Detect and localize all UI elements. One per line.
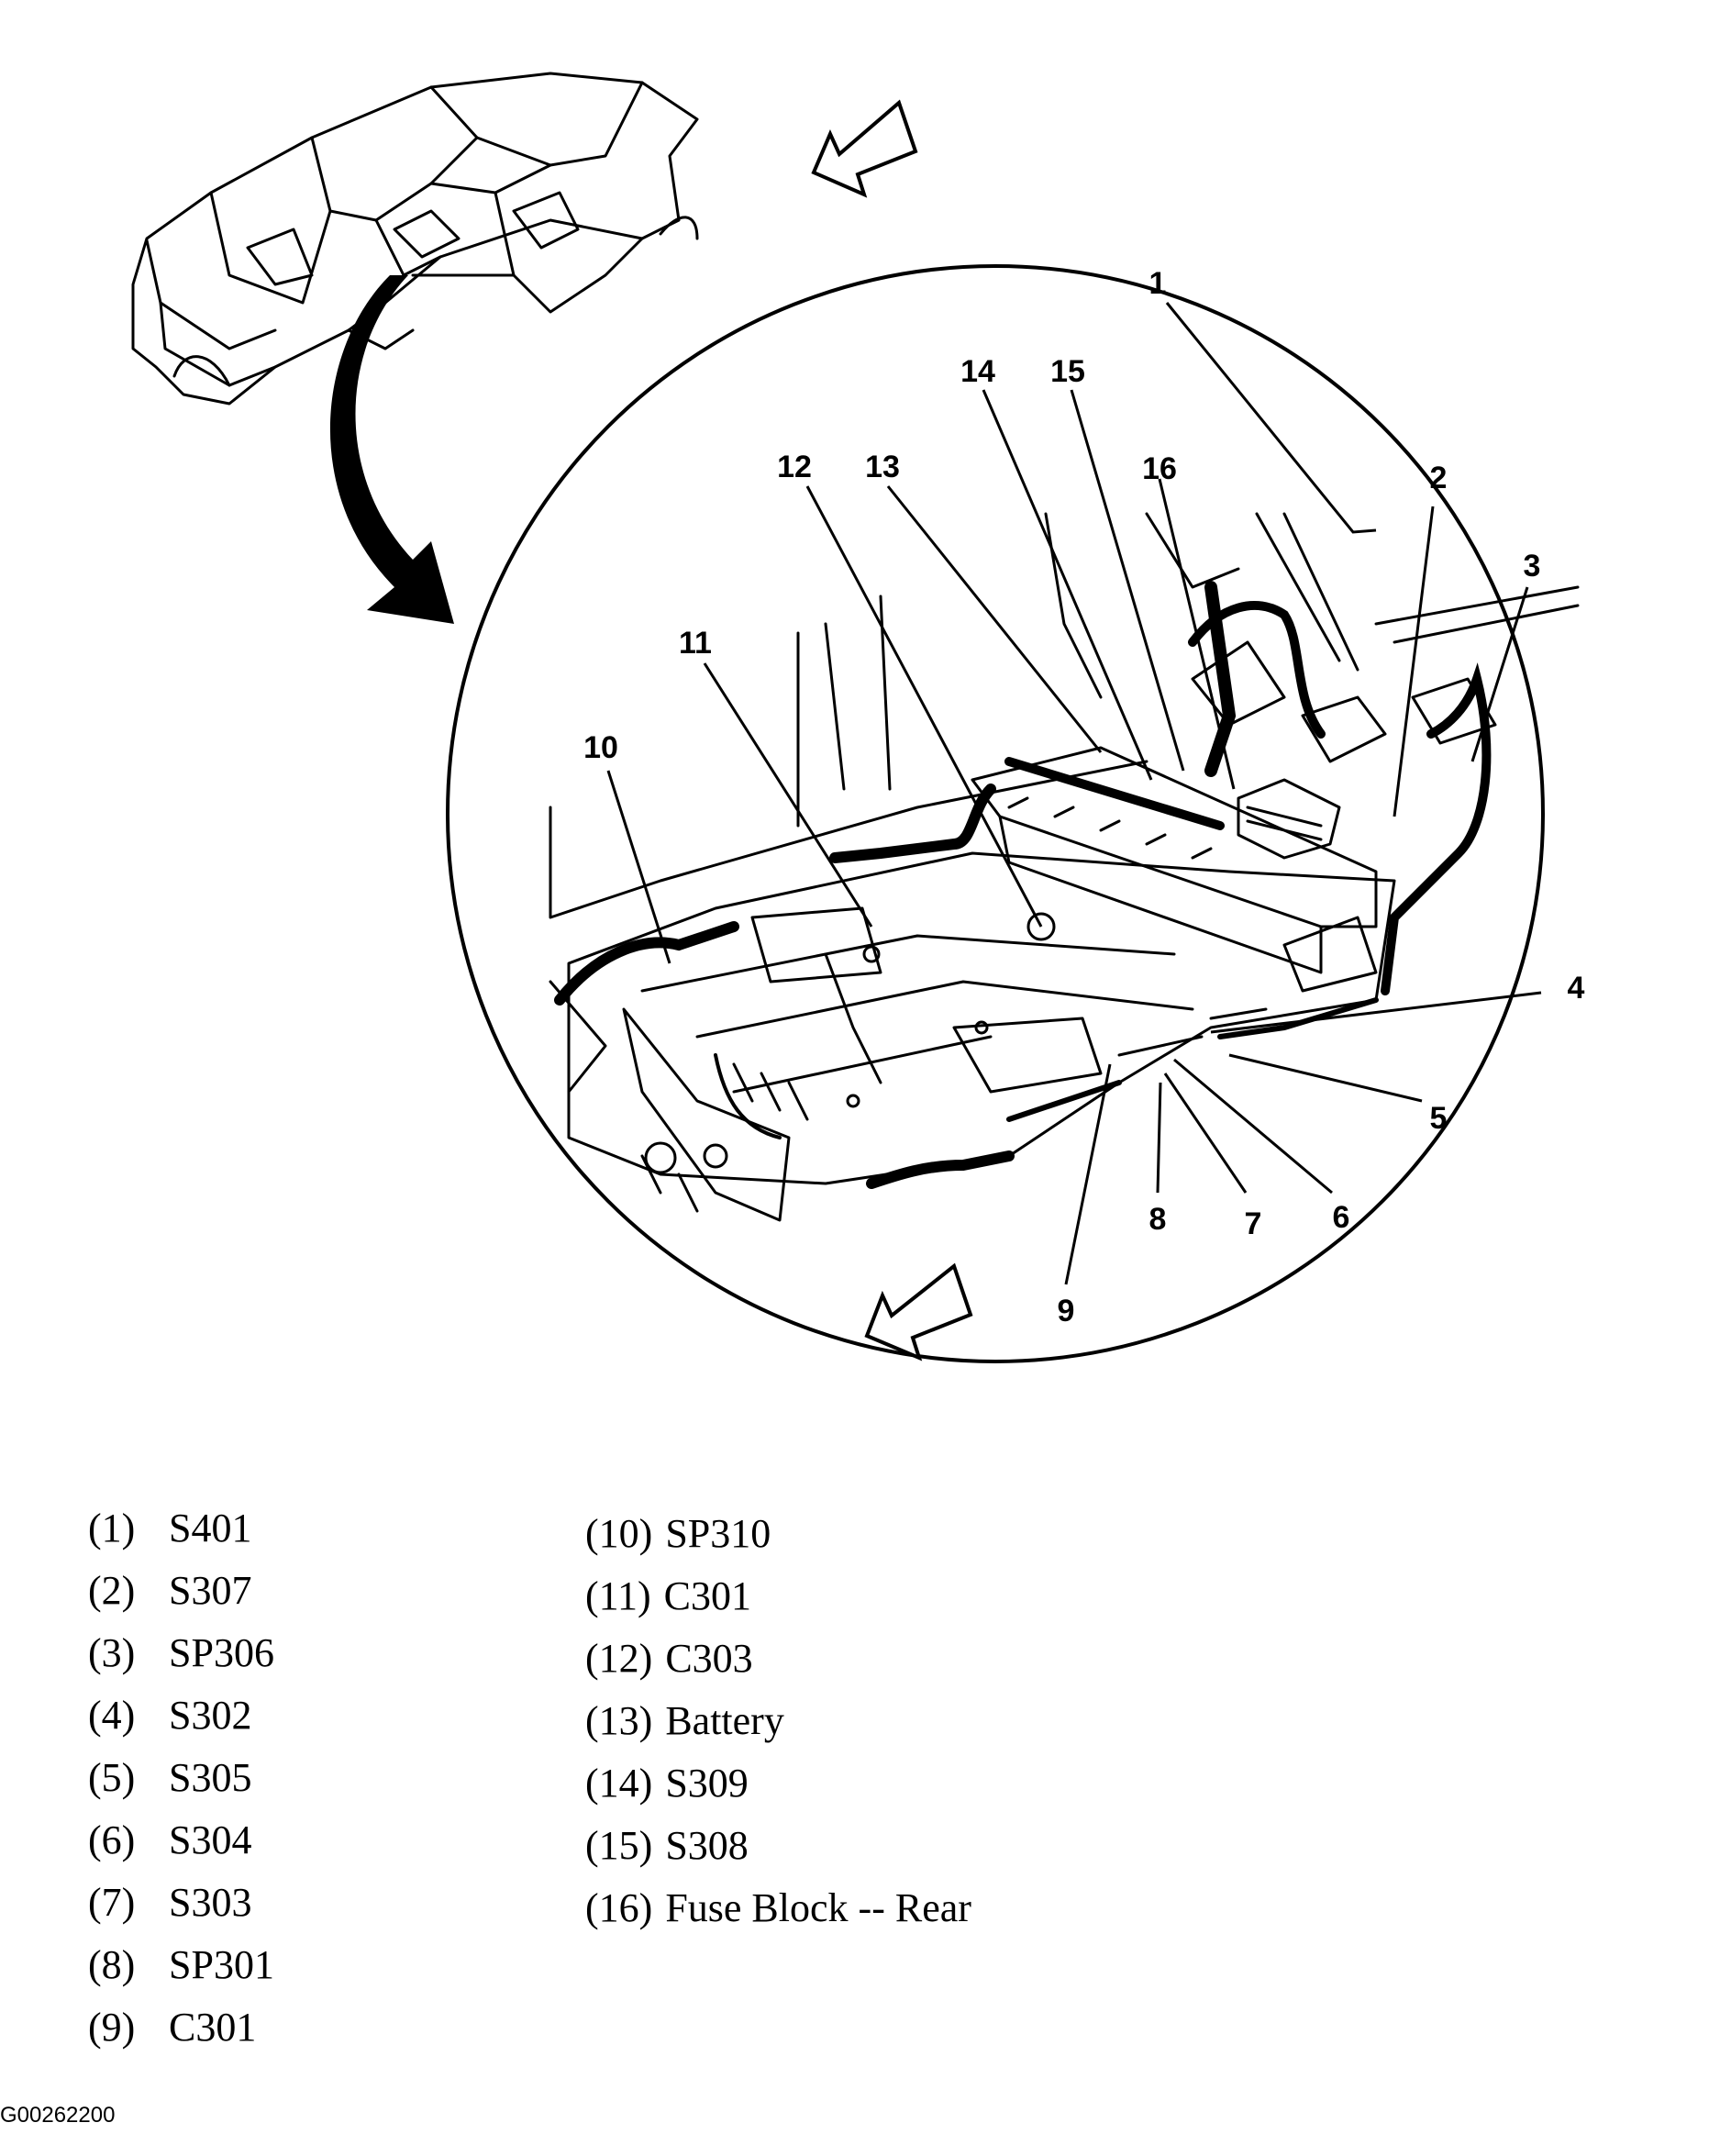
- legend-label: C301: [169, 2005, 257, 2050]
- legend-item: (16) Fuse Block -- Rear: [585, 1877, 971, 1939]
- zoom-callout-arrow: [329, 275, 454, 624]
- legend-number: (15): [585, 1823, 653, 1868]
- forward-direction-arrow-bottom: [864, 1262, 973, 1361]
- legend-number: (5): [88, 1755, 136, 1800]
- wiring-harness: [554, 581, 1492, 1189]
- legend-label: SP301: [169, 1942, 274, 1987]
- legend-number: (6): [88, 1817, 136, 1862]
- legend-item: (11) C301: [585, 1565, 971, 1628]
- callout-4: 4: [1568, 971, 1585, 1006]
- callout-3: 3: [1524, 549, 1541, 583]
- callout-5: 5: [1430, 1101, 1448, 1136]
- callout-11: 11: [679, 626, 712, 661]
- legend-number: (3): [88, 1630, 136, 1675]
- legend-item: (7) S303: [88, 1872, 274, 1934]
- legend-number: (11): [585, 1573, 651, 1618]
- callout-8: 8: [1149, 1202, 1167, 1237]
- legend-label: S308: [665, 1823, 749, 1868]
- legend-item: (8) SP301: [88, 1934, 274, 1996]
- legend-number: (8): [88, 1942, 136, 1987]
- legend-number: (13): [585, 1698, 653, 1743]
- legend-label: S401: [169, 1506, 252, 1550]
- legend-number: (1): [88, 1506, 136, 1550]
- legend-left-column: (1) S401 (2) S307 (3) SP306 (4) S302 (5) S305…: [88, 1497, 274, 2059]
- rear-floor-wiring-detail: [549, 512, 1580, 1222]
- callout-12: 12: [777, 450, 812, 484]
- legend-number: (2): [88, 1568, 136, 1613]
- legend-number: (7): [88, 1880, 136, 1925]
- legend-item: (14) S309: [585, 1752, 971, 1815]
- legend-item: (4) S302: [88, 1684, 274, 1747]
- legend-item: (13) Battery: [585, 1690, 971, 1752]
- legend-item: (6) S304: [88, 1809, 274, 1872]
- forward-direction-arrow-top: [811, 99, 918, 198]
- legend-number: (14): [585, 1761, 653, 1806]
- callout-9: 9: [1058, 1294, 1075, 1328]
- legend-label: S302: [169, 1693, 252, 1738]
- figure-id: G00262200: [0, 2103, 116, 2128]
- legend-number: (16): [585, 1885, 653, 1930]
- legend-label: S309: [665, 1761, 749, 1806]
- legend-label: SP306: [169, 1630, 274, 1675]
- legend-label: Fuse Block -- Rear: [665, 1885, 971, 1930]
- legend-item: (5) S305: [88, 1747, 274, 1809]
- legend-item: (10) SP310: [585, 1503, 971, 1565]
- magnified-view-circle: [446, 264, 1545, 1363]
- callout-15: 15: [1050, 354, 1085, 389]
- callout-1: 1: [1149, 266, 1167, 301]
- legend-number: (10): [585, 1511, 653, 1556]
- legend-label: C301: [663, 1573, 752, 1618]
- callout-14: 14: [960, 354, 995, 389]
- callout-16: 16: [1142, 451, 1177, 486]
- callout-numbers: 1 2 3 4 5 6 7 8 9 10 11 12 13 14 15 16: [583, 266, 1584, 1328]
- legend-item: (9) C301: [88, 1996, 274, 2059]
- callout-10: 10: [583, 730, 618, 765]
- legend-item: (15) S308: [585, 1815, 971, 1877]
- legend-item: (2) S307: [88, 1560, 274, 1622]
- callout-13: 13: [865, 450, 900, 484]
- leader-lines: [606, 302, 1542, 1285]
- legend-label: Battery: [665, 1698, 784, 1743]
- callout-2: 2: [1430, 461, 1448, 495]
- legend-number: (9): [88, 2005, 136, 2050]
- legend-label: SP310: [665, 1511, 771, 1556]
- legend-item: (1) S401: [88, 1497, 274, 1560]
- legend-item: (3) SP306: [88, 1622, 274, 1684]
- legend-number: (12): [585, 1636, 653, 1681]
- component-locator-diagram: 1 2 3 4 5 6 7 8 9 10 11 12 13 14 15 16: [131, 72, 1585, 1363]
- legend-label: S307: [169, 1568, 252, 1613]
- legend-right-column: (10)SP310 (11)C301 (12)C303 (13)Battery …: [585, 1503, 971, 1939]
- vehicle-body-overview: [131, 72, 699, 406]
- legend-label: S303: [169, 1880, 252, 1925]
- legend-item: (12) C303: [585, 1628, 971, 1690]
- legend-label: S304: [169, 1817, 252, 1862]
- legend-label: C303: [665, 1636, 753, 1681]
- legend-label: S305: [169, 1755, 252, 1800]
- legend-number: (4): [88, 1693, 136, 1738]
- callout-6: 6: [1333, 1200, 1350, 1235]
- callout-7: 7: [1245, 1206, 1262, 1241]
